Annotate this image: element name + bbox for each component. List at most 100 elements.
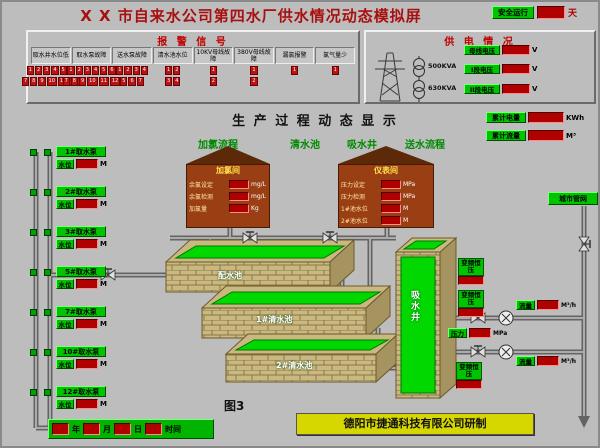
bus-voltage-unit: V <box>532 46 538 54</box>
alarm-indicator: 2 <box>173 66 181 75</box>
house-row-unit: MPa <box>403 193 416 200</box>
pump-name-label: 2#取水泵 <box>56 186 106 197</box>
pump-unit: 7#取水泵水位 M <box>28 306 108 334</box>
house-row-display <box>381 192 401 201</box>
alarm-group-label: 取水泵故障 <box>71 47 112 64</box>
water-level-unit: M <box>100 320 107 328</box>
house-row-unit: Kg <box>251 205 259 212</box>
alarm-indicator: 1 <box>331 66 339 75</box>
vfd-label: 变频恒压 <box>458 258 484 276</box>
pump-name-label: 3#取水泵 <box>56 226 106 237</box>
transformer-icon <box>413 56 425 80</box>
alarm-group-label: 漏氯报警 <box>274 47 315 64</box>
water-level-label: 水位 <box>56 319 74 329</box>
date-display <box>52 423 69 435</box>
vfd-label: 变频恒压 <box>456 362 482 380</box>
date-unit-label: 年 <box>72 424 80 434</box>
house-row-display <box>381 180 401 189</box>
water-level-label: 水位 <box>56 399 74 409</box>
alarm-indicator: 7 <box>21 77 30 86</box>
alarm-indicator: 7 <box>62 77 70 86</box>
suction-well-label: 吸水井 <box>409 290 419 323</box>
total-flow-unit: M³ <box>566 131 577 140</box>
alarm-indicator: 3 <box>83 66 91 75</box>
bus-voltage-row: 母线电压 V <box>464 45 537 55</box>
pump-valve-icon <box>30 189 37 196</box>
clear-water-tank1-label: 1#清水池 <box>256 315 293 324</box>
alarm-indicator: 4 <box>173 77 181 86</box>
pump-valve-icon <box>30 349 37 356</box>
alarm-group: 漏氯报警 1 <box>274 47 315 100</box>
figure-caption: 图3 <box>224 399 245 413</box>
water-level-display <box>76 199 98 209</box>
alarm-indicator: 3 <box>165 77 173 86</box>
water-level-label: 水位 <box>56 159 74 169</box>
stage-clear-water-tank: 清水池 <box>290 140 320 151</box>
house-row-label: 2#池水位 <box>341 218 368 225</box>
pump-name-label: 7#取水泵 <box>56 306 106 317</box>
alarm-group: 取水井水位低123456789101112 <box>21 47 80 100</box>
flow-label: 流量 <box>516 300 535 310</box>
alarm-indicator: 8 <box>30 77 38 86</box>
valve-icon <box>470 345 486 358</box>
water-level-display <box>76 239 98 249</box>
flow-unit: M³/h <box>561 301 577 309</box>
house-row-label: 加氯量 <box>189 206 208 213</box>
alarm-indicator: 8 <box>70 77 78 86</box>
pump-valve-icon <box>30 389 37 396</box>
house-row-display <box>229 204 249 213</box>
alarm-indicator: 5 <box>59 66 67 75</box>
flow-label: 流量 <box>516 356 535 366</box>
alarm-indicator: 7 <box>136 77 144 86</box>
meter-house-roof <box>338 146 434 164</box>
pump-valve-icon <box>30 229 37 236</box>
total-energy-display <box>528 112 564 123</box>
date-unit-label: 时间 <box>165 424 181 434</box>
alarm-group-label: 取水井水位低 <box>31 47 71 64</box>
bus-voltage-display <box>502 45 530 55</box>
house-row-unit: M <box>403 205 409 212</box>
meter-house-name: 仪表间 <box>374 166 398 175</box>
alarm-indicator-row: 1 <box>331 66 339 75</box>
pump-valve-icon <box>44 229 51 236</box>
date-display <box>145 423 162 435</box>
alarm-indicator: 12 <box>109 77 121 86</box>
water-level-label: 水位 <box>56 279 74 289</box>
alarm-group-label: 10KV母线故障 <box>193 47 234 64</box>
safety-days-display <box>537 6 565 19</box>
alarm-indicator-row: 1 <box>290 66 299 75</box>
date-unit-label: 月 <box>103 424 111 434</box>
alarm-indicator: 2 <box>124 66 132 75</box>
house-row-label: 压力检测 <box>341 194 366 201</box>
water-level-unit: M <box>100 240 107 248</box>
section1-voltage-display <box>502 64 530 74</box>
section2-voltage-unit: V <box>532 85 538 93</box>
section2-voltage-display <box>502 84 530 94</box>
safety-status: 安全运行 天 <box>492 6 577 19</box>
pressure-display <box>469 328 491 338</box>
alarm-indicator: 2 <box>250 77 258 86</box>
alarm-indicator: 11 <box>98 77 109 86</box>
transmission-tower-icon <box>375 52 405 102</box>
flow-row-1: 流量 M³/h <box>516 300 576 310</box>
pump-valve-icon <box>44 269 51 276</box>
pressure-unit: MPa <box>493 329 508 337</box>
stage-delivery: 送水流程 <box>405 140 445 151</box>
stage-suction-well: 吸水井 <box>347 140 377 151</box>
total-flow-display <box>528 130 564 141</box>
